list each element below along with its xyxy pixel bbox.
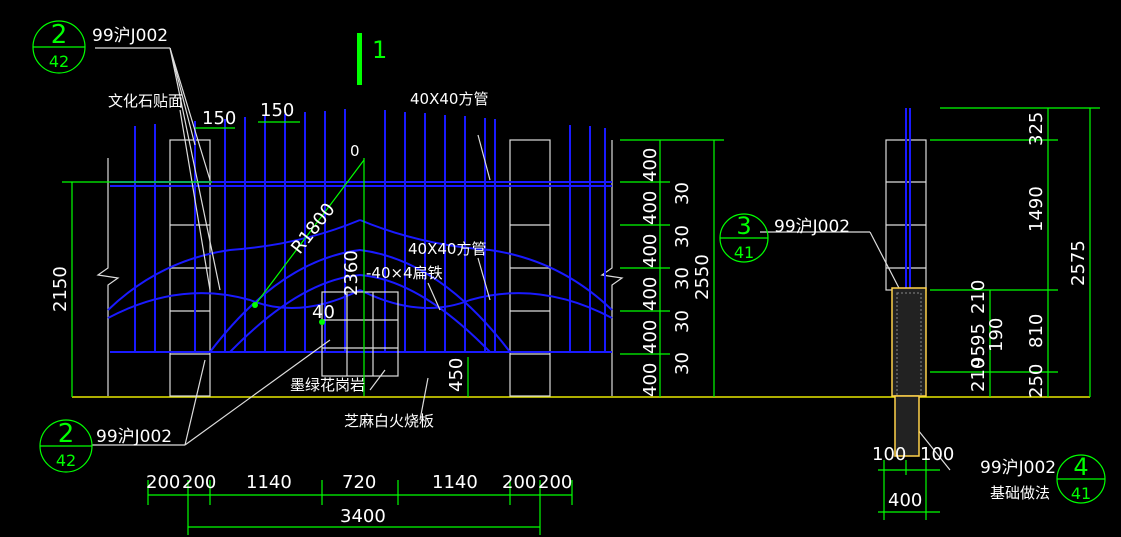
bottom-dim: 200 xyxy=(146,472,180,493)
ref-label-bottom-left: 99沪J002 xyxy=(96,427,172,447)
foundation-note: 基础做法 xyxy=(990,484,1050,502)
side-small-dim: 190 xyxy=(986,318,1007,352)
stack-dim: 30 xyxy=(672,310,693,333)
dim-2150: 2150 xyxy=(50,266,71,312)
break-line-left xyxy=(96,158,120,396)
dim-100-a: 100 xyxy=(872,444,906,465)
stack-dim: 400 xyxy=(640,277,661,311)
dim-400-foundation: 400 xyxy=(888,490,922,511)
side-small-dim: 210 xyxy=(968,358,989,392)
fence-bars xyxy=(134,109,606,352)
dim-2150-line xyxy=(62,181,212,397)
callout-bubble-2: 2 42 xyxy=(39,419,93,473)
bottom-dim: 200 xyxy=(538,472,572,493)
dim-450: 450 xyxy=(446,358,467,392)
svg-text:42: 42 xyxy=(56,451,76,470)
decorative-arcs xyxy=(107,219,613,353)
dim-2575: 2575 xyxy=(1068,240,1089,286)
svg-text:2: 2 xyxy=(58,419,75,449)
dim-100-b: 100 xyxy=(920,444,954,465)
side-small-dim: 95 xyxy=(968,323,989,346)
callout-bubble-1: 2 42 xyxy=(32,20,86,74)
callout-bubble-3: 3 41 xyxy=(719,212,769,263)
side-small-dim: 210 xyxy=(968,280,989,314)
stack-dim: 400 xyxy=(640,363,661,397)
dim-325: 325 xyxy=(1026,112,1047,146)
small-endpoint xyxy=(319,319,325,325)
bottom-dim: 200 xyxy=(182,472,216,493)
section-mark-label: 1 xyxy=(372,36,387,64)
dim-810: 810 xyxy=(1026,314,1047,348)
stone-facing-label: 文化石贴面 xyxy=(108,92,183,110)
stack-dim: 30 xyxy=(672,225,693,248)
bottom-dim: 1140 xyxy=(246,472,292,493)
stack-dim: 400 xyxy=(640,234,661,268)
dim-150-a: 150 xyxy=(202,108,236,129)
radius-line xyxy=(254,159,365,306)
stack-dim: 400 xyxy=(640,191,661,225)
dim-250: 250 xyxy=(1026,364,1047,398)
side-section xyxy=(885,108,927,457)
stack-dim: 30 xyxy=(672,352,693,375)
stack-dim: 30 xyxy=(672,267,693,290)
granite-label: 墨绿花岗岩 xyxy=(290,376,365,394)
paving-label: 芝麻白火烧板 xyxy=(344,412,434,430)
dim-1490: 1490 xyxy=(1026,186,1047,232)
break-line-right xyxy=(600,140,624,396)
svg-text:42: 42 xyxy=(49,52,69,71)
right-pillar xyxy=(509,139,551,397)
svg-text:4: 4 xyxy=(1073,453,1088,481)
bottom-dim-lines xyxy=(147,480,573,535)
origin-label: 0 xyxy=(350,142,360,160)
ref-label-foundation: 99沪J002 xyxy=(980,458,1056,478)
callout-bubble-4: 4 41 xyxy=(1056,453,1106,504)
dim-2550: 2550 xyxy=(692,254,713,300)
bottom-dim: 1140 xyxy=(432,472,478,493)
stack-dim-lines xyxy=(467,139,724,397)
dim-2360: 2360 xyxy=(341,250,362,296)
bottom-dim: 200 xyxy=(502,472,536,493)
left-pillar xyxy=(169,139,211,397)
svg-text:2: 2 xyxy=(51,20,68,50)
square-pipe-top-label: 40X40方管 xyxy=(410,90,488,108)
square-pipe-mid-label: 40X40方管 xyxy=(408,240,486,258)
ref-label-right: 99沪J002 xyxy=(774,217,850,237)
stack-dim: 30 xyxy=(672,182,693,205)
side-dim-lines xyxy=(878,107,1100,520)
side-small-dim: 95 xyxy=(968,345,989,368)
dim-150-b: 150 xyxy=(260,100,294,121)
dim-3400: 3400 xyxy=(340,506,386,527)
bottom-dim: 720 xyxy=(342,472,376,493)
svg-text:3: 3 xyxy=(736,212,751,240)
section-mark-bar xyxy=(357,33,362,85)
svg-text:41: 41 xyxy=(734,243,754,262)
granite-panel xyxy=(321,291,399,377)
radius-label: R1800 xyxy=(287,199,339,258)
ref-label-top: 99沪J002 xyxy=(92,26,168,46)
dim-150-lines xyxy=(195,121,300,129)
flat-iron-label: -40×4扁铁 xyxy=(366,264,443,282)
stack-dim: 400 xyxy=(640,148,661,182)
small-40-label: 40 xyxy=(312,302,335,323)
stack-dim: 400 xyxy=(640,320,661,354)
radius-endpoint xyxy=(252,302,258,308)
stack-dims: 400 30 400 30 400 30 400 30 400 30 400 xyxy=(640,148,693,397)
svg-text:41: 41 xyxy=(1071,484,1091,503)
leader-lines xyxy=(92,47,951,471)
